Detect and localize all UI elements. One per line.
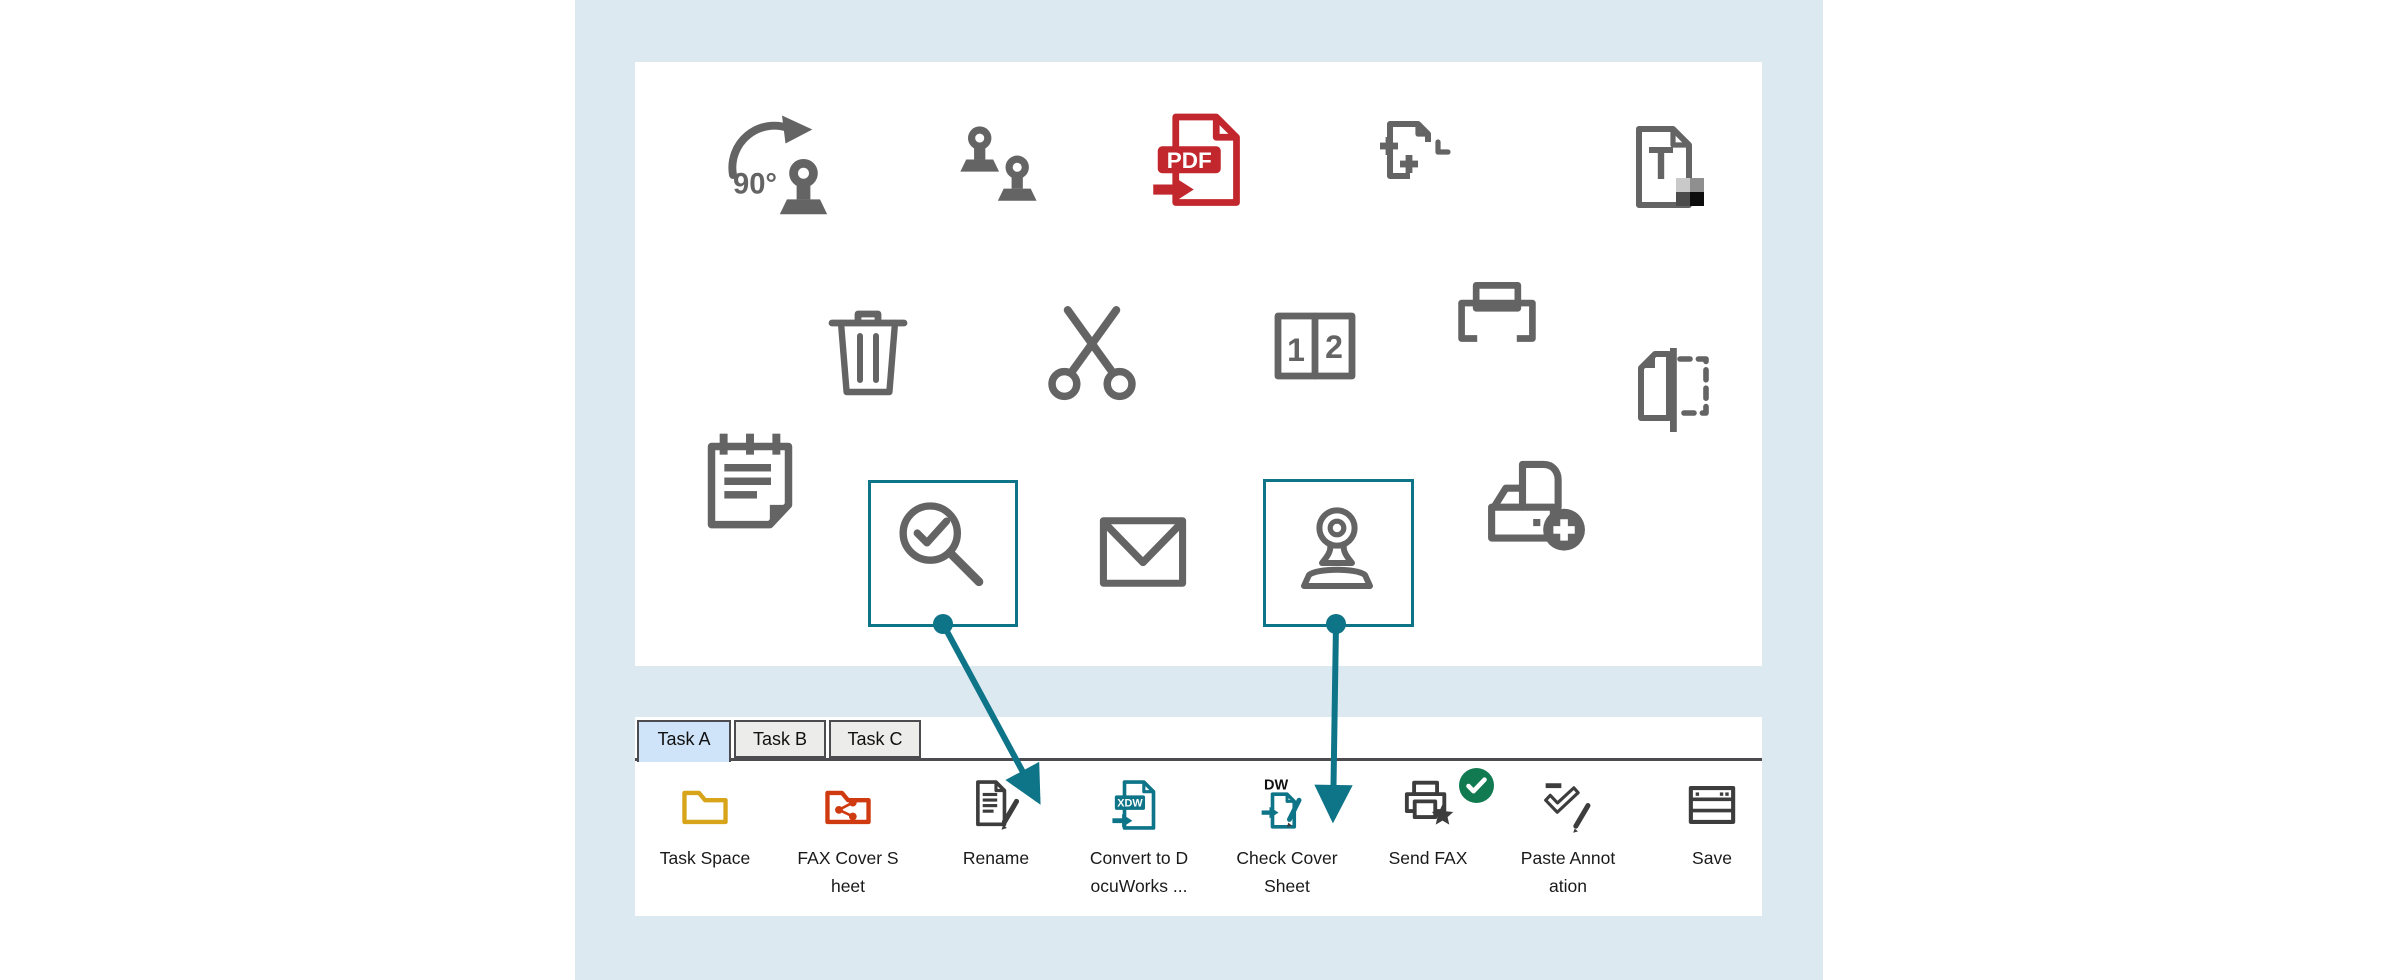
task-toolbar-panel: Task A Task B Task C Task Space xyxy=(635,717,1762,916)
tab-task-b[interactable]: Task B xyxy=(734,720,826,758)
text-page-icon[interactable] xyxy=(1615,119,1711,215)
send-fax-icon xyxy=(1353,772,1503,838)
check-cover-sheet-icon: DW xyxy=(1212,772,1362,838)
scan-add-icon[interactable] xyxy=(1475,443,1589,557)
print-icon[interactable] xyxy=(1447,276,1547,376)
copy-pages-icon[interactable] xyxy=(1372,114,1468,210)
fax-cover-sheet-label: FAX Cover S xyxy=(797,848,899,868)
svg-text:PDF: PDF xyxy=(1167,148,1212,173)
icon-palette-panel: 90° xyxy=(635,62,1762,666)
mail-icon[interactable] xyxy=(1093,502,1193,602)
convert-to-docuworks-label: Convert to D xyxy=(1089,848,1189,868)
send-fax-check-badge xyxy=(1459,768,1494,803)
tab-task-a[interactable]: Task A xyxy=(637,720,731,762)
tab-task-a-label: Task A xyxy=(657,729,711,749)
task-space-folder-icon xyxy=(630,772,780,838)
highlight-box-confirm-search xyxy=(868,480,1018,627)
tab-row-border xyxy=(635,758,1762,761)
note-icon[interactable] xyxy=(694,429,806,541)
tab-task-c-label: Task C xyxy=(847,729,903,749)
tab-task-b-label: Task B xyxy=(752,729,808,749)
svg-text:DW: DW xyxy=(1264,777,1288,793)
tab-task-c[interactable]: Task C xyxy=(829,720,921,758)
save-label: Save xyxy=(1692,848,1732,868)
send-fax-label: Send FAX xyxy=(1388,848,1468,868)
svg-text:2: 2 xyxy=(1325,329,1343,365)
split-pages-icon[interactable] xyxy=(1625,342,1721,438)
save-icon xyxy=(1637,772,1787,838)
stamp-pages-icon[interactable] xyxy=(950,122,1050,222)
stamp-icon[interactable] xyxy=(1289,503,1385,599)
svg-text:XDW: XDW xyxy=(1117,798,1143,810)
page-numbers-icon[interactable]: 1 2 xyxy=(1267,300,1363,396)
svg-text:1: 1 xyxy=(1287,332,1305,368)
rotate-90-stamp-icon[interactable]: 90° xyxy=(719,112,831,224)
paste-annotation-label: Paste Annot xyxy=(1520,848,1616,868)
rename-button[interactable]: Rename xyxy=(921,772,1071,914)
confirm-search-icon[interactable] xyxy=(888,493,992,597)
task-space-label: Task Space xyxy=(659,848,751,868)
rename-icon xyxy=(921,772,1071,838)
convert-to-docuworks-icon: XDW xyxy=(1064,772,1214,838)
check-cover-sheet-label: Check Cover xyxy=(1236,848,1338,868)
rename-label: Rename xyxy=(962,848,1030,868)
paste-annotation-icon xyxy=(1493,772,1643,838)
fax-cover-sheet-folder-icon xyxy=(773,772,923,838)
delete-trash-icon[interactable] xyxy=(820,304,916,400)
save-button[interactable]: Save xyxy=(1637,772,1787,914)
highlight-box-stamp xyxy=(1263,479,1414,627)
convert-to-pdf-icon[interactable]: PDF xyxy=(1151,108,1259,216)
cut-scissors-icon[interactable] xyxy=(1039,299,1145,405)
svg-text:90°: 90° xyxy=(733,169,777,201)
send-fax-button[interactable]: Send FAX xyxy=(1353,772,1503,914)
task-space-button[interactable]: Task Space xyxy=(630,772,780,914)
